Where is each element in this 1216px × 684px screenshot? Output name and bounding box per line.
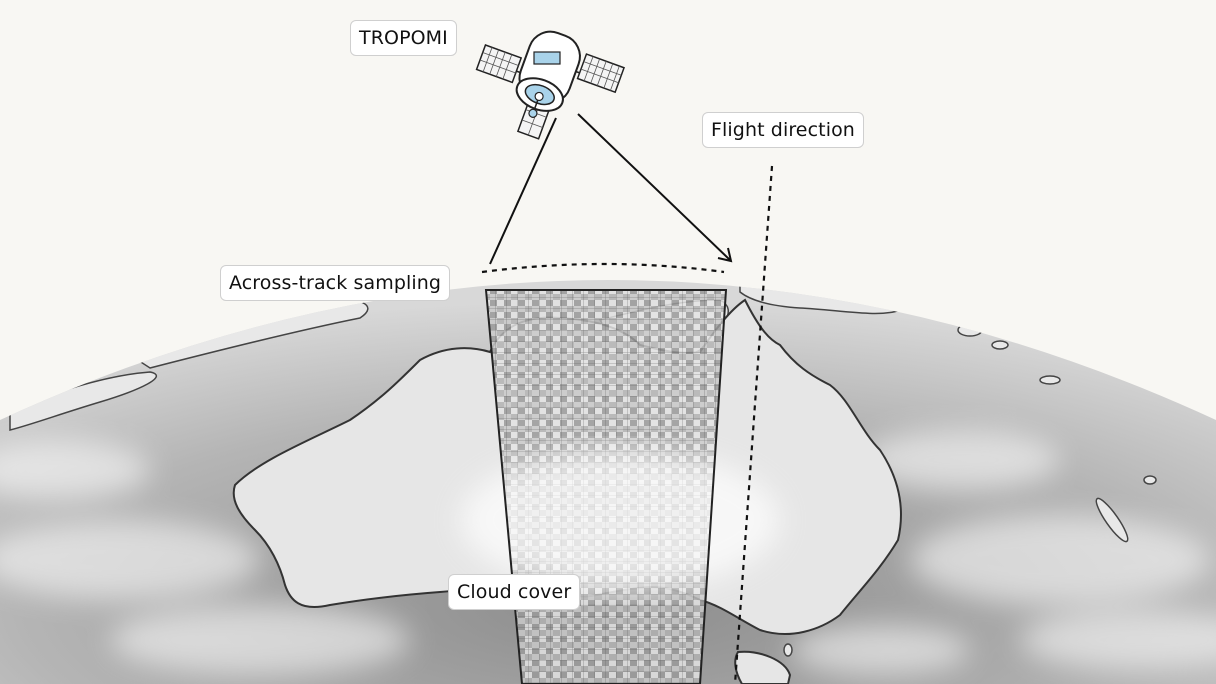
- cloud-cover-label: Cloud cover: [448, 574, 580, 610]
- view-line-left: [490, 118, 556, 264]
- across-track-arc: [482, 264, 724, 272]
- satellite-label: TROPOMI: [350, 20, 457, 56]
- satellite-icon: [462, 11, 628, 158]
- across-track-label: Across-track sampling: [220, 265, 450, 301]
- flight-direction-label: Flight direction: [702, 112, 864, 148]
